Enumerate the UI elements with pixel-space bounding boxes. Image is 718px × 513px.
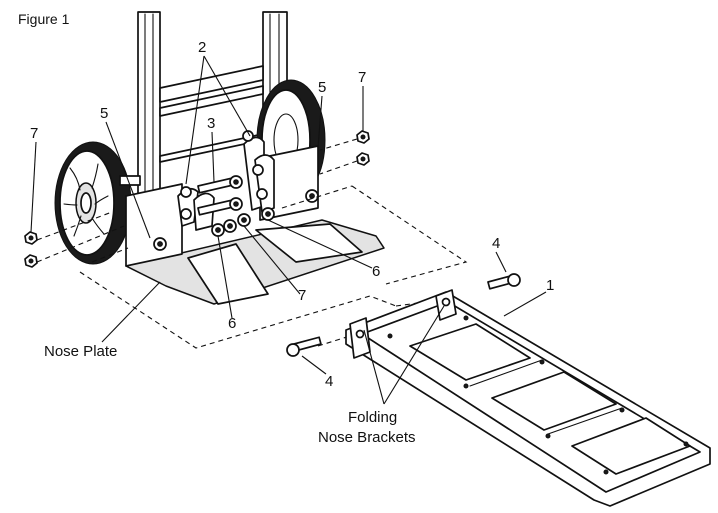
- callout-5-left: 5: [100, 105, 108, 122]
- hand-truck-frame: [137, 11, 288, 241]
- callout-7-right: 7: [358, 69, 366, 86]
- hinge-bolts: [197, 175, 243, 216]
- nose-plate-label: Nose Plate: [44, 343, 117, 360]
- folding-brackets-label-line2: Nose Brackets: [318, 429, 416, 446]
- extension-bolts: [286, 273, 521, 357]
- folding-nose-extension: [345, 289, 711, 507]
- dashed-guides: [36, 138, 468, 349]
- callout-4-top: 4: [492, 235, 500, 252]
- left-wheel: [54, 141, 141, 265]
- callout-6-left: 6: [228, 315, 236, 332]
- figure-title: Figure 1: [18, 11, 70, 27]
- callout-7-left: 7: [30, 125, 38, 142]
- hinge-brackets: [177, 130, 275, 231]
- callout-5-right: 5: [318, 79, 326, 96]
- callout-2: 2: [198, 39, 206, 56]
- callout-7-center: 7: [298, 287, 306, 304]
- folding-brackets-label-line1: Folding: [348, 409, 397, 426]
- callout-1: 1: [546, 277, 554, 294]
- callout-4-bottom: 4: [325, 373, 333, 390]
- labels: Figure 1 2 3 5 5 7 7 7 6 6 4 4 1 Nose Pl…: [18, 11, 554, 446]
- callout-3: 3: [207, 115, 215, 132]
- leader-lines: [30, 55, 547, 405]
- callout-6-right: 6: [372, 263, 380, 280]
